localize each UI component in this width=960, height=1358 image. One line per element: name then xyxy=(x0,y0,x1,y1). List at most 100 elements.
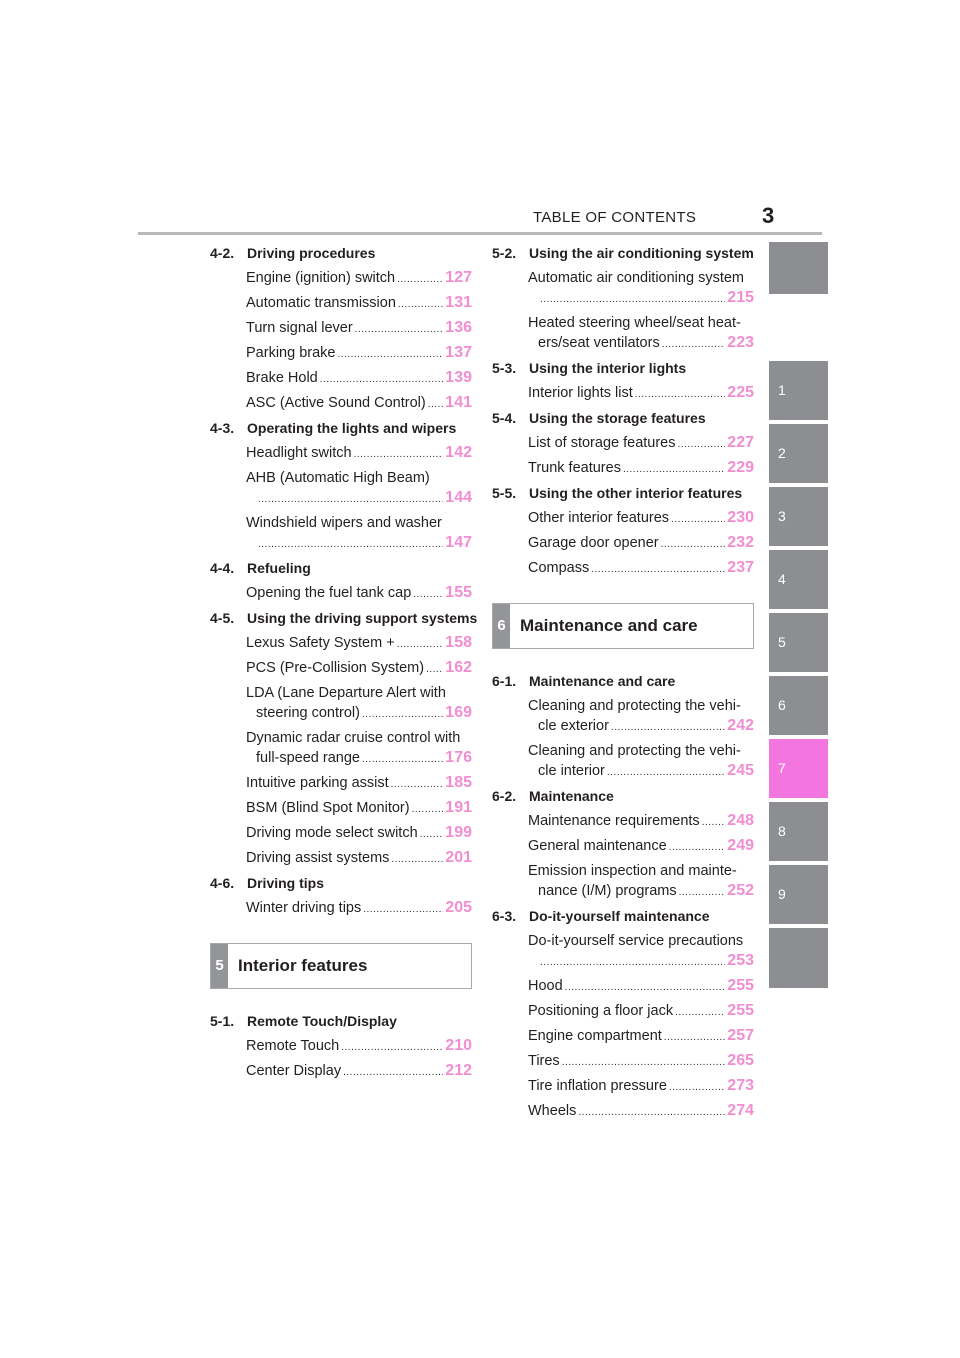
page-link[interactable]: 253 xyxy=(727,952,754,969)
page-link[interactable]: 176 xyxy=(445,749,472,766)
page-link[interactable]: 162 xyxy=(445,659,472,676)
page-link[interactable]: 139 xyxy=(445,369,472,386)
page-link[interactable]: 245 xyxy=(727,762,754,779)
page-link[interactable]: 142 xyxy=(445,444,472,461)
toc-entry[interactable]: Positioning a floor jack255 xyxy=(492,1001,754,1021)
chapter-tab-5[interactable]: 5 xyxy=(769,613,828,672)
toc-entry[interactable]: Center Display212 xyxy=(210,1061,472,1081)
page-link[interactable]: 205 xyxy=(445,899,472,916)
toc-entry[interactable]: PCS (Pre-Collision System)162 xyxy=(210,658,472,678)
entry-text: Automatic transmission xyxy=(246,295,396,311)
toc-entry[interactable]: Engine (ignition) switch127 xyxy=(210,268,472,288)
toc-entry[interactable]: Opening the fuel tank cap155 xyxy=(210,583,472,603)
toc-entry[interactable]: Intuitive parking assist185 xyxy=(210,773,472,793)
page-link[interactable]: 249 xyxy=(727,837,754,854)
page-link[interactable]: 136 xyxy=(445,319,472,336)
toc-entry[interactable]: Wheels274 xyxy=(492,1101,754,1121)
page-link[interactable]: 147 xyxy=(445,534,472,551)
toc-entry[interactable]: Emission inspection and mainte-nance (I/… xyxy=(492,861,754,901)
chapter-tab-8[interactable]: 8 xyxy=(769,802,828,861)
toc-entry[interactable]: Brake Hold139 xyxy=(210,368,472,388)
toc-entry[interactable]: General maintenance249 xyxy=(492,836,754,856)
page-link[interactable]: 127 xyxy=(445,269,472,286)
page-link[interactable]: 185 xyxy=(445,774,472,791)
page-link[interactable]: 141 xyxy=(445,394,472,411)
toc-entry[interactable]: Windshield wipers and washer147 xyxy=(210,513,472,553)
toc-entry[interactable]: AHB (Automatic High Beam)144 xyxy=(210,468,472,508)
toc-entry[interactable]: Cleaning and protecting the vehi-cle ext… xyxy=(492,696,754,736)
toc-entry[interactable]: ASC (Active Sound Control)141 xyxy=(210,393,472,413)
page-link[interactable]: 225 xyxy=(727,384,754,401)
page-link[interactable]: 248 xyxy=(727,812,754,829)
toc-entry[interactable]: Other interior features230 xyxy=(492,508,754,528)
chapter-tab-1[interactable]: 1 xyxy=(769,361,828,420)
toc-entry[interactable]: Maintenance requirements248 xyxy=(492,811,754,831)
page-link[interactable]: 232 xyxy=(727,534,754,551)
page-link[interactable]: 199 xyxy=(445,824,472,841)
page-link[interactable]: 229 xyxy=(727,459,754,476)
page-link[interactable]: 257 xyxy=(727,1027,754,1044)
page-link[interactable]: 169 xyxy=(445,704,472,721)
section-number: 5-2. xyxy=(492,245,517,261)
toc-entry[interactable]: Tire inflation pressure273 xyxy=(492,1076,754,1096)
toc-entry[interactable]: Winter driving tips205 xyxy=(210,898,472,918)
page-link[interactable]: 155 xyxy=(445,584,472,601)
chapter-tab-3[interactable]: 3 xyxy=(769,487,828,546)
page-link[interactable]: 274 xyxy=(727,1102,754,1119)
toc-entry[interactable]: Driving assist systems201 xyxy=(210,848,472,868)
page-link[interactable]: 137 xyxy=(445,344,472,361)
toc-entry[interactable]: Lexus Safety System +158 xyxy=(210,633,472,653)
page-link[interactable]: 158 xyxy=(445,634,472,651)
page-link[interactable]: 212 xyxy=(445,1062,472,1079)
chapter-tab-9[interactable]: 9 xyxy=(769,865,828,924)
page-link[interactable]: 144 xyxy=(445,489,472,506)
page-link[interactable]: 255 xyxy=(727,1002,754,1019)
toc-entry[interactable]: Heated steering wheel/seat heat-ers/seat… xyxy=(492,313,754,353)
chapter-tab-7[interactable]: 7 xyxy=(769,739,828,798)
page-link[interactable]: 237 xyxy=(727,559,754,576)
chapter-tab-2[interactable]: 2 xyxy=(769,424,828,483)
toc-entry[interactable]: Hood255 xyxy=(492,976,754,996)
page-link[interactable]: 255 xyxy=(727,977,754,994)
toc-entry[interactable]: Remote Touch210 xyxy=(210,1036,472,1056)
page-link[interactable]: 227 xyxy=(727,434,754,451)
toc-entry[interactable]: Garage door opener232 xyxy=(492,533,754,553)
section-title: Operating the lights and wipers xyxy=(247,420,457,436)
chapter-tab-6[interactable]: 6 xyxy=(769,676,828,735)
chapter-tab-blank[interactable] xyxy=(769,242,828,294)
page-link[interactable]: 131 xyxy=(445,294,472,311)
chapter-tab-4[interactable]: 4 xyxy=(769,550,828,609)
page-link[interactable]: 230 xyxy=(727,509,754,526)
page-link[interactable]: 252 xyxy=(727,882,754,899)
page-link[interactable]: 223 xyxy=(727,334,754,351)
toc-entry[interactable]: Trunk features229 xyxy=(492,458,754,478)
toc-entry[interactable]: Tires265 xyxy=(492,1051,754,1071)
toc-entry[interactable]: Automatic air conditioning system215 xyxy=(492,268,754,308)
toc-entry[interactable]: Compass237 xyxy=(492,558,754,578)
toc-entry[interactable]: Engine compartment257 xyxy=(492,1026,754,1046)
toc-entry[interactable]: Headlight switch142 xyxy=(210,443,472,463)
page-link[interactable]: 191 xyxy=(445,799,472,816)
page-link[interactable]: 215 xyxy=(727,289,754,306)
toc-entry[interactable]: Cleaning and protecting the vehi-cle int… xyxy=(492,741,754,781)
toc-entry[interactable]: Turn signal lever136 xyxy=(210,318,472,338)
page-link[interactable]: 273 xyxy=(727,1077,754,1094)
page-link[interactable]: 242 xyxy=(727,717,754,734)
toc-entry[interactable]: Automatic transmission 131 xyxy=(210,293,472,313)
chapter-tab-blank[interactable] xyxy=(769,928,828,988)
page-link[interactable]: 265 xyxy=(727,1052,754,1069)
toc-entry[interactable]: Parking brake137 xyxy=(210,343,472,363)
toc-entry[interactable]: Do-it-yourself service precautions253 xyxy=(492,931,754,971)
toc-entry[interactable]: BSM (Blind Spot Monitor)191 xyxy=(210,798,472,818)
page-link[interactable]: 201 xyxy=(445,849,472,866)
toc-entry[interactable]: Driving mode select switch199 xyxy=(210,823,472,843)
page-link[interactable]: 210 xyxy=(445,1037,472,1054)
toc-entry[interactable]: List of storage features227 xyxy=(492,433,754,453)
toc-entry[interactable]: Interior lights list225 xyxy=(492,383,754,403)
